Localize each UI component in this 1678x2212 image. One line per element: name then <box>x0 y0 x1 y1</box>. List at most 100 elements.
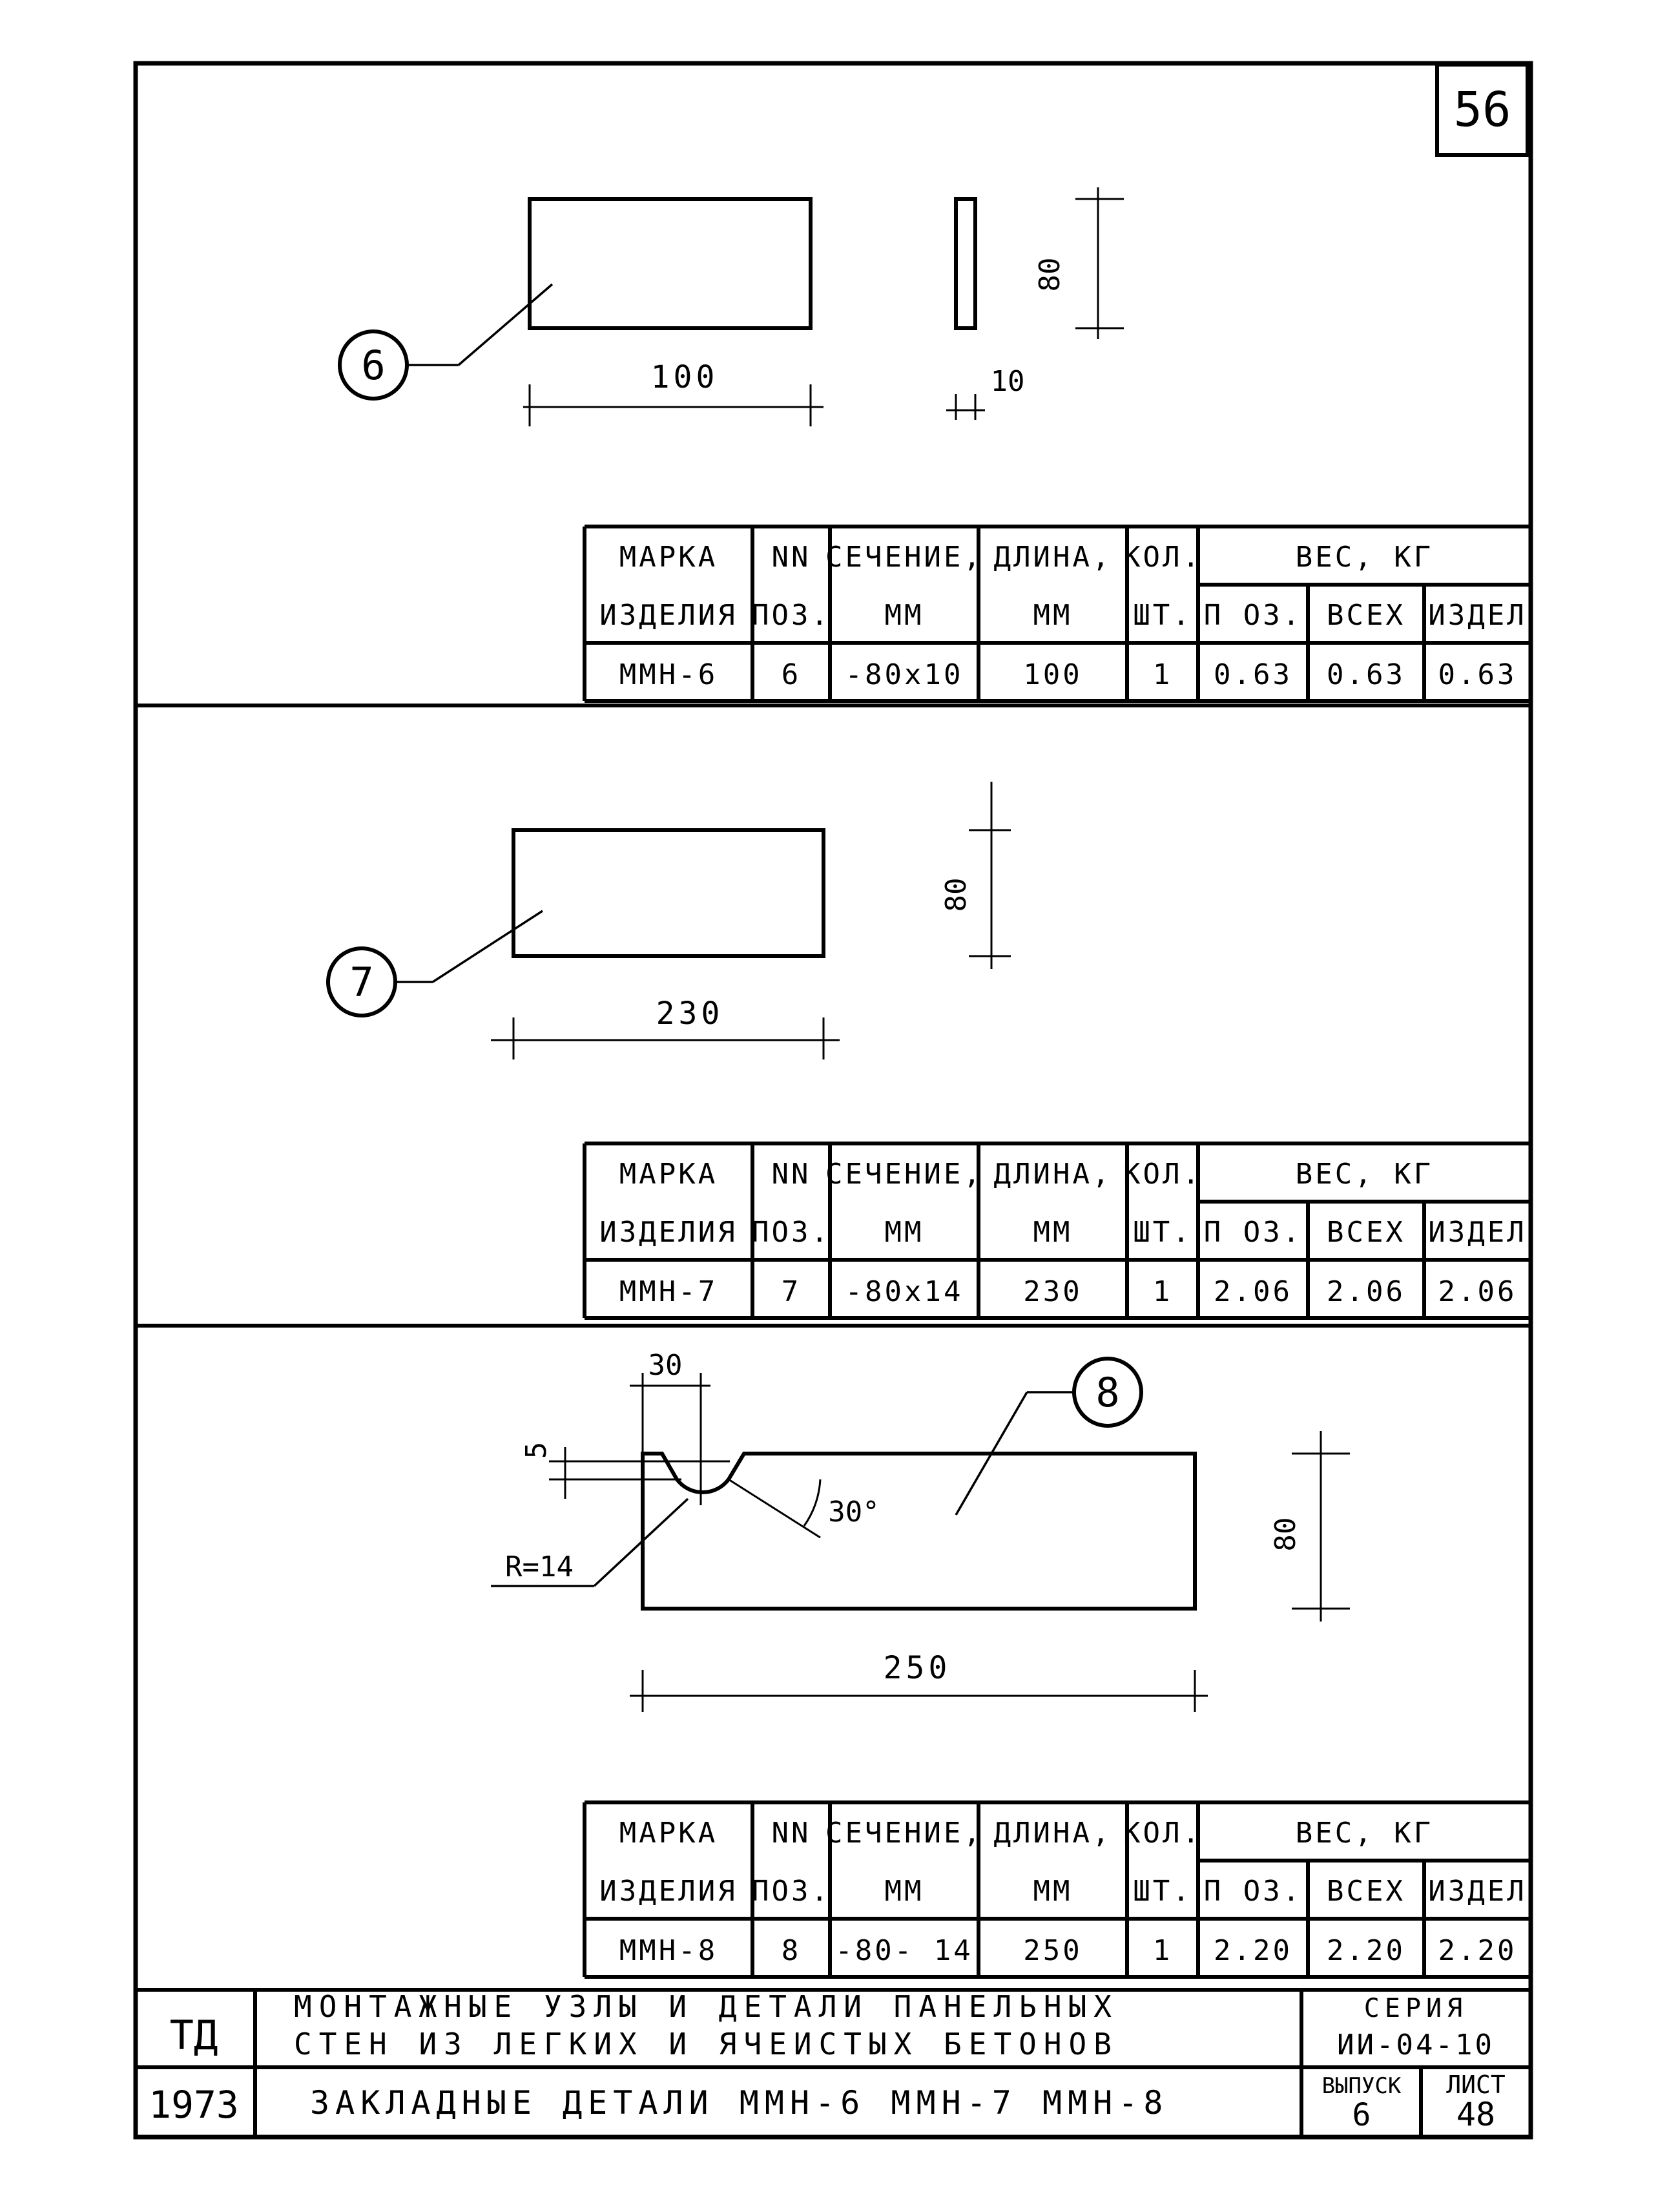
row-mark: ММН-7 <box>619 1275 718 1308</box>
header-pos_1: NN <box>772 1817 811 1850</box>
sheet-title-line-1: МОНТАЖНЫЕ УЗЛЫ И ДЕТАЛИ ПАНЕЛЬНЫХ <box>294 1989 1119 2024</box>
header-section_2: ММ <box>885 599 924 632</box>
page-number-box <box>1435 63 1529 157</box>
detail-8-balloon <box>1072 1357 1143 1428</box>
header-section_1: СЕЧЕНИЕ, <box>825 541 983 574</box>
header-w-item: ИЗДЕЛ <box>1428 599 1526 632</box>
header-w-pos: П ОЗ. <box>1204 599 1302 632</box>
header-mark_2: ИЗДЕЛИЯ <box>599 1216 737 1249</box>
detail-7-dim-height: 80 <box>940 878 973 912</box>
detail-6-dim-thickness: 10 <box>991 365 1025 398</box>
header-mark_1: МАРКА <box>619 1158 718 1191</box>
sheet-label: ЛИСТ <box>1446 2071 1506 2099</box>
row-w_item: 2.20 <box>1438 1934 1517 1967</box>
detail-8-dim-notch-depth: 5 <box>520 1442 553 1459</box>
header-pos_2: ПОЗ. <box>752 599 831 632</box>
detail-7-dim-length: 230 <box>656 996 724 1032</box>
row-w_pos: 2.06 <box>1214 1275 1292 1308</box>
row-section: -80х14 <box>845 1275 964 1308</box>
detail-8-plate <box>641 1452 1197 1611</box>
header-length_1: ДЛИНА, <box>994 541 1112 574</box>
detail-8-dim-length: 250 <box>884 1650 951 1686</box>
header-length_2: ММ <box>1033 599 1073 632</box>
sheet-subtitle: ЗАКЛАДНЫЕ ДЕТАЛИ ММН-6 ММН-7 ММН-8 <box>310 2084 1169 2122</box>
row-w_item: 2.06 <box>1438 1275 1517 1308</box>
page-number: 56 <box>1453 82 1511 138</box>
header-qty_1: КОЛ. <box>1123 541 1202 574</box>
header-qty_2: ШТ. <box>1133 1875 1192 1908</box>
header-mark_1: МАРКА <box>619 1817 718 1850</box>
row-length: 100 <box>1023 658 1082 691</box>
detail-6-balloon-label: 6 <box>361 342 385 389</box>
detail-6-plate <box>528 197 813 330</box>
header-qty_1: КОЛ. <box>1123 1158 1202 1191</box>
header-w-item: ИЗДЕЛ <box>1428 1875 1526 1908</box>
detail-6-leader <box>457 283 554 366</box>
row-mark: ММН-6 <box>619 658 718 691</box>
row-w_all: 2.06 <box>1327 1275 1405 1308</box>
row-w_pos: 2.20 <box>1214 1934 1292 1967</box>
header-weight: ВЕС, КГ <box>1296 541 1433 574</box>
detail-7-plate <box>512 828 825 958</box>
detail-6-dim-height: 80 <box>1033 258 1066 292</box>
row-length: 250 <box>1023 1934 1082 1967</box>
header-pos_1: NN <box>772 1158 811 1191</box>
header-pos_1: NN <box>772 541 811 574</box>
detail-8-dim-angle: 30° <box>828 1496 879 1529</box>
row-w_all: 2.20 <box>1327 1934 1405 1967</box>
header-w-all: ВСЕХ <box>1327 1875 1405 1908</box>
issue-value: 6 <box>1352 2097 1371 2133</box>
header-length_1: ДЛИНА, <box>994 1158 1112 1191</box>
detail-8-balloon-label: 8 <box>1095 1369 1119 1416</box>
year: 1973 <box>149 2083 239 2127</box>
sheet-title-line-2: СТЕН ИЗ ЛЕГКИХ И ЯЧЕИСТЫХ БЕТОНОВ <box>294 2027 1119 2061</box>
header-pos_2: ПОЗ. <box>752 1216 831 1249</box>
header-length_1: ДЛИНА, <box>994 1817 1112 1850</box>
header-pos_2: ПОЗ. <box>752 1875 831 1908</box>
header-weight: ВЕС, КГ <box>1296 1817 1433 1850</box>
issue-label: ВЫПУСК <box>1322 2073 1402 2099</box>
spec-tables: МАРКА ИЗДЕЛИЯ NN ПОЗ. СЕЧЕНИЕ, ММ ДЛИНА, ММ КОЛ.… <box>583 525 1533 1979</box>
detail-6-edge-view <box>954 197 977 330</box>
detail-7-drawing: 7 230 80 <box>326 782 1011 1059</box>
detail-7-balloon <box>326 946 397 1017</box>
detail-8-leader <box>955 1392 1028 1516</box>
title-block: ТД 1973 МОНТАЖНЫЕ УЗЛЫ И ДЕТАЛИ ПАНЕЛЬНЫ… <box>136 1988 1531 2137</box>
detail-7-balloon-label: 7 <box>349 959 373 1006</box>
header-w-pos: П ОЗ. <box>1204 1216 1302 1249</box>
header-w-all: ВСЕХ <box>1327 599 1405 632</box>
row-pos: 7 <box>782 1275 802 1308</box>
header-w-all: ВСЕХ <box>1327 1216 1405 1249</box>
row-w_pos: 0.63 <box>1214 658 1292 691</box>
header-qty_2: ШТ. <box>1133 599 1192 632</box>
sheet-frame <box>133 61 1533 2140</box>
header-section_1: СЕЧЕНИЕ, <box>825 1158 983 1191</box>
header-length_2: ММ <box>1033 1875 1073 1908</box>
spec-table-7: МАРКА ИЗДЕЛИЯ NN ПОЗ. СЕЧЕНИЕ, ММ ДЛИНА, ММ КОЛ.… <box>583 1142 1533 1320</box>
header-section_1: СЕЧЕНИЕ, <box>825 1817 983 1850</box>
header-weight: ВЕС, КГ <box>1296 1158 1433 1191</box>
header-qty_2: ШТ. <box>1133 1216 1192 1249</box>
detail-8-dim-notch-width: 30 <box>648 1349 683 1382</box>
header-section_2: ММ <box>885 1216 924 1249</box>
row-w_all: 0.63 <box>1327 658 1405 691</box>
detail-6-drawing: 6 100 10 80 <box>338 187 1124 426</box>
header-mark_1: МАРКА <box>619 541 718 574</box>
org-code: ТД <box>170 2012 218 2059</box>
header-w-pos: П ОЗ. <box>1204 1875 1302 1908</box>
detail-6-balloon <box>338 329 409 401</box>
header-mark_2: ИЗДЕЛИЯ <box>599 599 737 632</box>
series-value: ИИ-04-10 <box>1337 2029 1495 2061</box>
series-label: СЕРИЯ <box>1364 1994 1467 2023</box>
header-length_2: ММ <box>1033 1216 1073 1249</box>
row-qty: 1 <box>1153 658 1173 691</box>
detail-6-dim-length: 100 <box>651 359 719 395</box>
row-pos: 8 <box>782 1934 802 1967</box>
detail-8-dim-radius: R=14 <box>505 1550 574 1583</box>
row-length: 230 <box>1023 1275 1082 1308</box>
detail-8-drawing: 30 5 30° R=14 8 250 80 <box>491 1349 1350 1712</box>
row-pos: 6 <box>782 658 802 691</box>
header-w-item: ИЗДЕЛ <box>1428 1216 1526 1249</box>
sheet-value: 48 <box>1456 2096 1495 2133</box>
